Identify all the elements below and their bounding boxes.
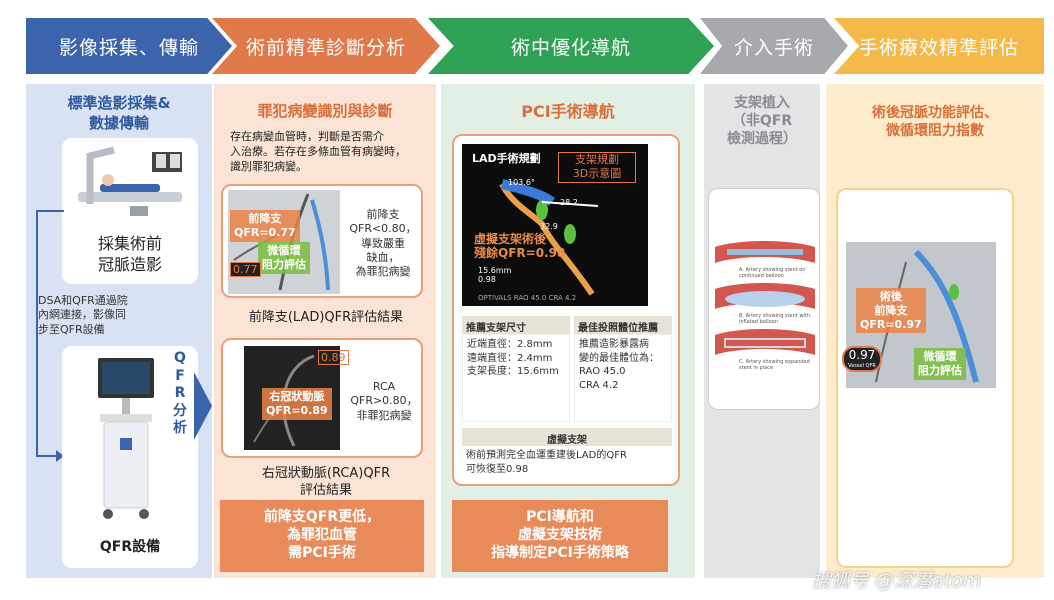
col3-title: PCI手術導航 bbox=[521, 102, 615, 121]
step-label: 介入手術 bbox=[733, 36, 814, 59]
stent-illustration-card: A. Artery showing stent on continued bal… bbox=[708, 188, 820, 410]
table3-header: 虛擬支架 bbox=[462, 428, 672, 449]
badge-text: 右冠狀動脈 QFR=0.89 bbox=[266, 390, 328, 417]
qfr-device-card: QFR設備 bbox=[62, 346, 198, 568]
table1-body: 近端直徑：2.8mm 遠端直徑：2.4mm 支架長度：15.6mm bbox=[462, 334, 570, 422]
badge-text: 術後 前降支 QFR=0.97 bbox=[860, 290, 922, 331]
network-note: DSA和QFR通過院 內網連接，影像同 步至QFR設備 bbox=[38, 294, 128, 336]
post-op-overlay: 0.97 Vessel QFR bbox=[842, 346, 882, 372]
lad-caption: 前降支(LAD)QFR評估結果 bbox=[248, 310, 404, 325]
table1-header: 推薦支架尺寸 bbox=[462, 316, 570, 337]
overlay-distal: 32.9 bbox=[540, 222, 558, 231]
img-title: LAD手術規劃 bbox=[472, 152, 541, 165]
step-preop-diagnosis: 術前精準診斷分析 bbox=[212, 18, 440, 74]
lad-qfr-badge: 前降支 QFR=0.77 bbox=[230, 210, 300, 242]
stent-caption-b: B. Artery showing stent with inflated ba… bbox=[739, 313, 810, 325]
stent-3d-icon bbox=[499, 179, 599, 296]
overlay-footer: OPTIVALS RAO 45.0 CRA 4.2 bbox=[478, 294, 577, 302]
virtual-stent-label: 虛擬支架術後 殘餘QFR=0.98 bbox=[474, 232, 566, 261]
watermark: 搜狐号 @深潜atom bbox=[812, 570, 982, 592]
rca-qfr-badge: 右冠狀動脈 QFR=0.89 bbox=[262, 388, 332, 420]
badge-text: 微循環 阻力評估 bbox=[262, 244, 306, 271]
table3-body: 術前預測完全血運重建後LAD的QFR 可恢復至0.98 bbox=[462, 446, 672, 480]
post-op-microcirculation-badge: 微循環 阻力評估 bbox=[914, 348, 966, 380]
rca-overlay-value: 0.89 bbox=[318, 350, 349, 365]
overlay-small: Vessel QFR bbox=[848, 363, 876, 369]
col2-conclusion-box: 前降支QFR更低， 為罪犯血管 需PCI手術 bbox=[220, 500, 424, 572]
step-outcome-evaluation: 手術療效精準評估 bbox=[834, 18, 1044, 74]
step-intraop-navigation: 術中優化導航 bbox=[428, 18, 714, 74]
lad-overlay-value: 0.77 bbox=[230, 262, 261, 277]
conclusion-text: 前降支QFR更低， 為罪犯血管 需PCI手術 bbox=[263, 509, 381, 562]
badge-text: 前降支 QFR=0.77 bbox=[234, 212, 296, 239]
step-image-acquisition: 影像採集、傳輸 bbox=[26, 18, 232, 74]
table2-header: 最佳投照體位推薦 bbox=[574, 316, 672, 337]
overlay-value: 0.97 bbox=[848, 348, 876, 362]
overlay-angle: 103.6° bbox=[508, 178, 535, 187]
col1-title: 標準造影採集& 數據傳輸 bbox=[67, 94, 171, 132]
rca-caption: 右冠狀動脈(RCA)QFR 評估結果 bbox=[261, 466, 391, 498]
conclusion-text: PCI導航和 虛擬支架技術 指導制定PCI手術策略 bbox=[491, 509, 629, 562]
col5-title: 術後冠脈功能評估、 微循環阻力指數 bbox=[872, 105, 998, 140]
overlay-proximal: 28.2 bbox=[560, 198, 578, 207]
badge-text: 微循環 阻力評估 bbox=[918, 350, 962, 377]
stent-caption-a: A. Artery showing stent on continued bal… bbox=[739, 267, 806, 279]
angiography-card: 採集術前 冠脈造影 bbox=[62, 138, 198, 284]
card-caption: 採集術前 冠脈造影 bbox=[97, 234, 162, 274]
col3-conclusion-box: PCI導航和 虛擬支架技術 指導制定PCI手術策略 bbox=[452, 500, 668, 572]
col2-title: 罪犯病變識別與診斷 bbox=[257, 102, 393, 120]
angiography-machine-icon bbox=[78, 146, 182, 216]
col2-intro: 存在病變血管時，判斷是否需介 入治療。若存在多條血管有病變時， 識別罪犯病變。 bbox=[230, 130, 406, 173]
stent-3d-label: 支架規劃 3D示意圖 bbox=[558, 152, 636, 183]
overlay-length: 15.6mm 0.98 bbox=[478, 266, 512, 284]
stent-illustration-icon bbox=[715, 241, 815, 355]
step-label: 術前精準診斷分析 bbox=[245, 36, 406, 59]
col4-title: 支架植入 （非QFR 檢測過程） bbox=[727, 95, 797, 148]
step-intervention: 介入手術 bbox=[700, 18, 848, 74]
rca-description: RCA QFR>0.80， 非罪犯病變 bbox=[350, 380, 418, 422]
step-label: 影像採集、傳輸 bbox=[58, 36, 199, 59]
step-label: 手術療效精準評估 bbox=[858, 36, 1019, 59]
stent-caption-c: C. Artery showing expanded stent in plac… bbox=[739, 359, 810, 371]
connector-line bbox=[36, 210, 38, 456]
lad-microcirculation-badge: 微循環 阻力評估 bbox=[258, 242, 310, 274]
lad-description: 前降支 QFR<0.80， 導致嚴重 缺血， 為罪犯病變 bbox=[349, 208, 417, 279]
device-label: QFR設備 bbox=[99, 539, 161, 555]
table2-body: 推薦造影暴露病 變的最佳體位為： RAO 45.0 CRA 4.2 bbox=[574, 334, 672, 422]
connector-line bbox=[36, 210, 64, 212]
post-op-qfr-badge: 術後 前降支 QFR=0.97 bbox=[856, 288, 926, 334]
qfr-vertical-label: Q F R 分 析 bbox=[173, 350, 187, 436]
arrow-head-icon bbox=[56, 450, 64, 462]
step-label: 術中優化導航 bbox=[510, 36, 631, 59]
connector-line bbox=[36, 455, 60, 457]
qfr-device-icon bbox=[98, 358, 154, 519]
panel-diagnosis bbox=[214, 84, 436, 578]
flow-arrow-icon bbox=[194, 372, 212, 440]
